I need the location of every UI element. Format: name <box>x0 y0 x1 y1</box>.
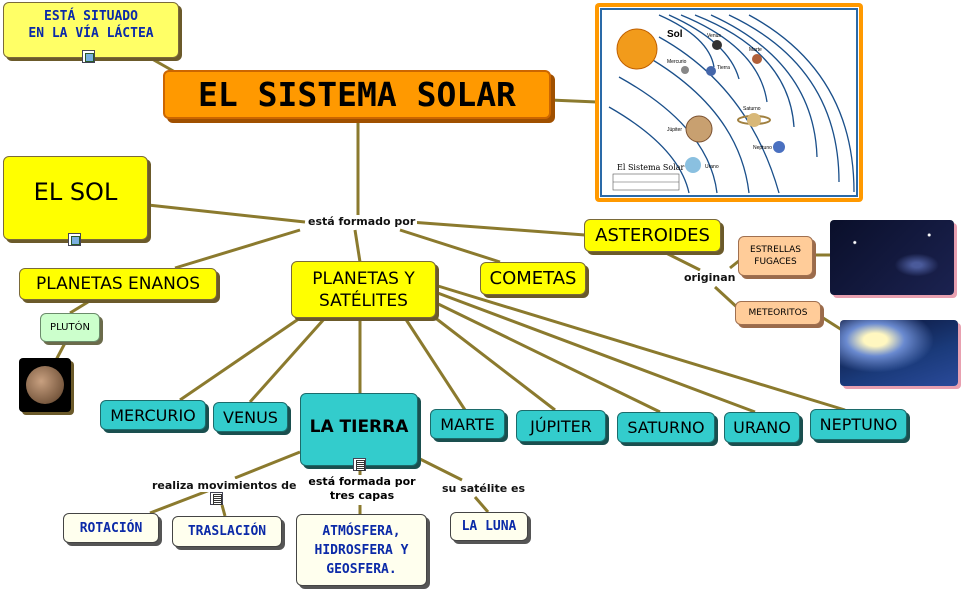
diagram-earth-label: Tierra <box>717 65 730 71</box>
planet-mars-label: MARTE <box>440 414 495 434</box>
diagram-mars-label: Marte <box>749 47 762 53</box>
sun-icon <box>616 28 658 70</box>
planet-venus-label: VENUS <box>223 407 278 427</box>
comets-label: COMETAS <box>489 268 577 289</box>
image-attachment-icon[interactable] <box>82 50 95 63</box>
layers-node[interactable]: ATMÓSFERA, HIDROSFERA Y GEOSFERA. <box>296 514 427 586</box>
translation-label: TRASLACIÓN <box>187 524 267 539</box>
shooting-stars-line-1: ESTRELLAS <box>750 245 801 255</box>
diagram-mercury-label: Mercurio <box>667 59 687 65</box>
planet-uranus[interactable]: URANO <box>724 412 800 443</box>
dwarf-planets-node[interactable]: PLANETAS ENANOS <box>19 268 217 300</box>
planet-jupiter[interactable]: JÚPITER <box>516 410 606 442</box>
rotation-label: ROTACIÓN <box>79 520 143 536</box>
shooting-star-photo <box>830 220 954 295</box>
milky-way-line-2: EN LA VÍA LÁCTEA <box>28 26 154 41</box>
dwarf-planets-label: PLANETAS ENANOS <box>35 274 201 294</box>
layers-link-line-2: tres capas <box>329 489 395 502</box>
planet-venus[interactable]: VENUS <box>213 402 288 432</box>
planets-satellites-line-2: SATÉLITES <box>319 290 408 311</box>
image-attachment-icon[interactable] <box>68 233 81 246</box>
pluto-node[interactable]: PLUTÓN <box>40 313 100 342</box>
planet-saturn-label: SATURNO <box>627 418 705 437</box>
translation-node[interactable]: TRASLACIÓN <box>172 516 282 547</box>
shooting-stars-node[interactable]: ESTRELLAS FUGACES <box>738 236 813 276</box>
planet-neptune-label: NEPTUNO <box>819 415 898 434</box>
sun-node[interactable]: EL SOL <box>3 156 148 240</box>
planet-earth-label: LA TIERRA <box>309 416 409 437</box>
planet-mercury[interactable]: MERCURIO <box>100 400 206 430</box>
rotation-node[interactable]: ROTACIÓN <box>63 513 159 543</box>
planets-satellites-node[interactable]: PLANETAS Y SATÉLITES <box>291 261 436 318</box>
planet-jupiter-label: JÚPITER <box>530 416 592 436</box>
planet-neptune[interactable]: NEPTUNO <box>810 409 907 440</box>
page-title: EL SISTEMA SOLAR <box>198 75 516 114</box>
moon-node[interactable]: LA LUNA <box>450 512 528 541</box>
diagram-caption: El Sistema Solar <box>617 163 685 172</box>
layers-line-1: ATMÓSFERA, <box>322 523 401 539</box>
diagram-uranus-label: Urano <box>705 164 719 170</box>
asteroids-node[interactable]: ASTEROIDES <box>584 219 721 252</box>
layers-line-2: HIDROSFERA Y <box>314 542 409 558</box>
diagram-saturn-label: Saturno <box>743 106 761 112</box>
asteroids-label: ASTEROIDES <box>595 225 710 246</box>
planet-earth[interactable]: LA TIERRA <box>300 393 418 466</box>
planet-saturn[interactable]: SATURNO <box>617 412 715 443</box>
main-link-label: está formado por <box>306 215 418 228</box>
meteorites-label: METEORITOS <box>748 308 808 318</box>
moon-label: LA LUNA <box>461 519 517 534</box>
document-attachment-icon[interactable] <box>353 458 366 471</box>
diagram-venus-label: Venus <box>707 33 721 39</box>
solar-system-diagram: Sol Venus Mercurio Tierra Marte Saturno … <box>595 3 863 202</box>
pluto-label: PLUTÓN <box>50 322 90 333</box>
comets-node[interactable]: COMETAS <box>480 262 586 295</box>
milky-way-line-1: ESTÁ SITUADO <box>44 9 138 24</box>
movements-link-label: realiza movimientos de <box>150 479 299 492</box>
layers-link-line-1: está formada por <box>308 475 416 488</box>
meteorite-photo <box>840 320 958 386</box>
layers-line-3: GEOSFERA. <box>326 561 397 577</box>
satellite-link-label: su satélite es <box>440 482 527 495</box>
pluto-photo <box>19 358 71 412</box>
diagram-sun-label: Sol <box>667 29 683 40</box>
sun-label: EL SOL <box>33 178 118 206</box>
shooting-stars-line-2: FUGACES <box>754 257 797 267</box>
layers-link-label: está formada por tres capas <box>302 475 422 503</box>
milky-way-node[interactable]: ESTÁ SITUADO EN LA VÍA LÁCTEA <box>3 2 179 58</box>
diagram-jupiter-label: Júpiter <box>667 127 682 133</box>
meteorites-node[interactable]: METEORITOS <box>735 301 821 325</box>
planet-mercury-label: MERCURIO <box>110 405 196 425</box>
planets-satellites-line-1: PLANETAS Y <box>312 268 415 289</box>
planet-uranus-label: URANO <box>733 418 791 437</box>
document-attachment-icon[interactable] <box>210 492 223 505</box>
asteroids-link-label: originan <box>682 271 738 284</box>
planet-mars[interactable]: MARTE <box>430 409 505 439</box>
diagram-neptune-label: Neptuno <box>753 145 772 151</box>
title-node[interactable]: EL SISTEMA SOLAR <box>163 70 551 119</box>
